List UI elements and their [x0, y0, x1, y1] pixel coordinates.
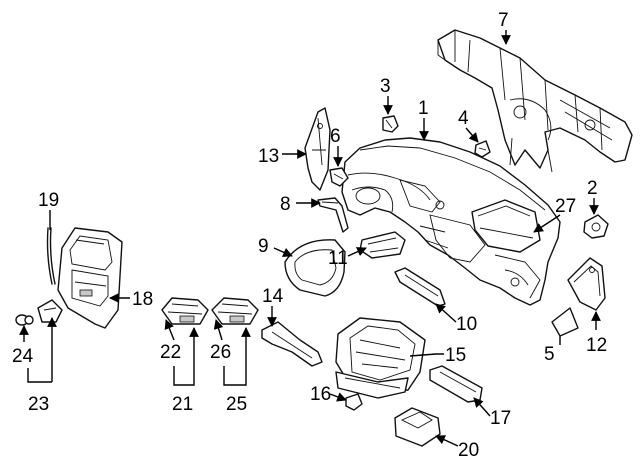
callout-14: 14	[262, 286, 284, 307]
callout-1: 1	[418, 98, 429, 119]
leader-17	[473, 397, 491, 417]
part-3-clip	[382, 115, 399, 133]
leader-16	[329, 392, 347, 402]
leader-22	[164, 319, 175, 341]
leader-4	[465, 127, 479, 143]
callout-9: 9	[258, 236, 269, 257]
part-14-lower-trim	[261, 321, 323, 367]
callout-18: 18	[132, 289, 153, 310]
callout-8: 8	[280, 194, 291, 215]
part-24-bulb	[15, 314, 34, 326]
callout-11: 11	[328, 248, 348, 269]
part-23-switch	[37, 299, 63, 323]
leader-9	[273, 247, 293, 257]
part-4-clip	[474, 140, 491, 158]
callout-16: 16	[310, 384, 331, 405]
part-15-glove-box	[335, 317, 426, 399]
leader-20	[435, 435, 459, 447]
callout-labels: 7 3 1 4 13 6 8 9 11 27 2 10 12 5 14 15 1…	[12, 10, 607, 461]
part-26-vent	[211, 297, 259, 325]
part-10-bracket	[394, 267, 446, 307]
part-17-bracket	[429, 365, 483, 403]
part-9-cluster-bezel	[284, 239, 346, 297]
part-1-instrument-panel	[341, 137, 561, 306]
part-8-trim-strip	[317, 197, 349, 233]
callout-27: 27	[555, 196, 576, 217]
leader-15	[409, 353, 444, 357]
callout-26: 26	[210, 342, 231, 363]
callout-19: 19	[38, 190, 59, 211]
part-2-sensor	[583, 214, 609, 239]
callout-15: 15	[445, 345, 466, 366]
callout-25: 25	[226, 394, 247, 415]
part-16-latch	[345, 393, 363, 411]
callout-5: 5	[544, 344, 555, 365]
part-18-center-bezel	[57, 227, 123, 329]
part-22-vent	[161, 297, 209, 325]
leader-25	[223, 327, 251, 386]
leader-10	[435, 303, 457, 323]
callout-7: 7	[498, 10, 509, 31]
callout-12: 12	[586, 335, 607, 356]
callout-2: 2	[587, 178, 598, 199]
part-6-bracket	[329, 167, 349, 187]
callout-22: 22	[160, 342, 181, 363]
callout-6: 6	[330, 126, 341, 147]
part-20-storage-tray	[394, 407, 441, 447]
callout-17: 17	[490, 408, 511, 429]
callout-21: 21	[172, 394, 193, 415]
part-11-vent-duct	[359, 231, 406, 259]
leader-11	[347, 247, 367, 257]
part-12-end-cap	[567, 257, 606, 311]
callout-24: 24	[12, 346, 34, 367]
callout-20: 20	[458, 440, 479, 461]
callout-13: 13	[258, 146, 279, 167]
callout-4: 4	[458, 108, 469, 129]
callout-3: 3	[380, 76, 391, 97]
leader-lines	[19, 30, 601, 447]
part-7-dash-reinforcement	[437, 29, 633, 173]
leader-21	[173, 327, 199, 386]
part-27-glove-box-door-panel	[471, 199, 541, 253]
part-5-cover	[551, 307, 579, 337]
part-19-trim-strip	[46, 227, 56, 285]
leader-27	[533, 214, 561, 233]
leader-26	[213, 319, 224, 341]
callout-10: 10	[456, 314, 477, 335]
leader-23-bracket	[27, 368, 52, 383]
part-13-side-trim	[304, 107, 331, 191]
callout-23: 23	[28, 394, 49, 415]
